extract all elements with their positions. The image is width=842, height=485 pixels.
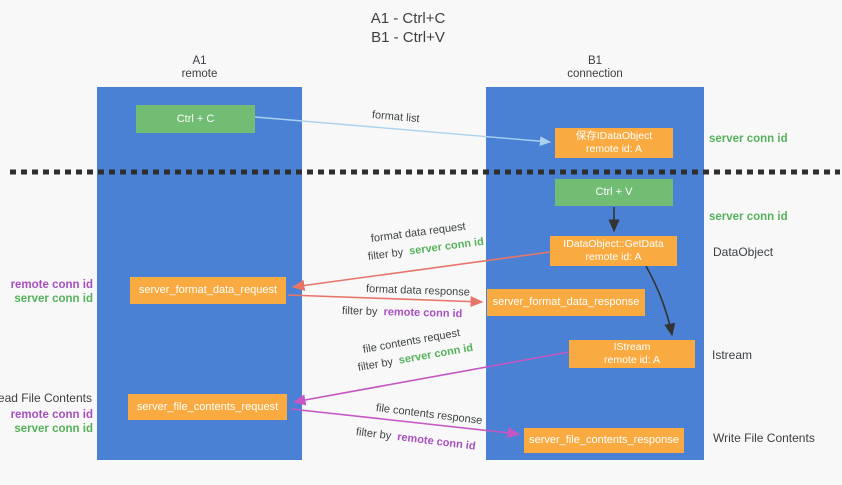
format-data-response-filter-label: filter by remote conn id (342, 305, 463, 320)
istream-annotation: Istream (712, 348, 753, 362)
filter-by-text: filter by (367, 246, 404, 263)
node-server-format-data-request-label: server_format_data_request (138, 284, 278, 296)
lane-a-subtitle: remote (181, 68, 218, 80)
remote-conn-id-key: remote conn id (383, 306, 463, 321)
server-conn-id-annotation-left-bottom: server conn id (14, 423, 93, 435)
server-conn-id-annotation-left-top: server conn id (14, 293, 93, 305)
node-server-file-contents-response: server_file_contents_response (524, 428, 684, 453)
node-server-file-contents-response-label: server_file_contents_response (529, 434, 679, 446)
lane-b-subtitle: connection (567, 68, 623, 80)
title-line-2: B1 - Ctrl+V (371, 29, 445, 46)
dataobject-annotation: DataObject (713, 245, 774, 259)
node-idataobject-getdata-line1: IDataObject::GetData (563, 238, 664, 250)
node-idataobject-getdata: IDataObject::GetData remote id: A (550, 236, 677, 266)
node-idataobject-getdata-line2: remote id: A (585, 251, 642, 263)
node-server-format-data-request: server_format_data_request (130, 277, 286, 304)
node-istream: IStream remote id: A (569, 340, 695, 368)
file-contents-response-label: file contents response (375, 402, 483, 427)
title-line-1: A1 - Ctrl+C (370, 10, 446, 27)
node-save-idataobject-line2: remote id: A (585, 143, 643, 155)
server-conn-id-key: server conn id (408, 235, 485, 258)
remote-conn-id-key: remote conn id (396, 431, 477, 453)
server-conn-id-annotation-top: server conn id (709, 133, 788, 145)
read-file-contents-annotation: Read File Contents (0, 391, 92, 405)
node-save-idataobject: 保存IDataObject remote id: A (555, 128, 673, 158)
node-istream-line1: IStream (613, 341, 651, 353)
node-ctrl-c: Ctrl + C (136, 105, 255, 133)
node-istream-line2: remote id: A (603, 354, 661, 366)
node-server-format-data-response-label: server_format_data_response (492, 296, 640, 308)
diagram-title: A1 - Ctrl+C B1 - Ctrl+V (308, 9, 508, 47)
remote-conn-id-annotation-top: remote conn id (10, 279, 93, 291)
lane-b-title: B1 (587, 55, 603, 67)
lane-a-title: A1 (192, 55, 207, 67)
file-contents-response-filter-label: filter by remote conn id (355, 426, 476, 453)
write-file-contents-annotation: Write File Contents (713, 431, 815, 445)
node-ctrl-v-label: Ctrl + V (595, 186, 633, 198)
server-conn-id-annotation-mid: server conn id (709, 211, 788, 223)
format-data-response-label: format data response (365, 283, 471, 299)
node-server-file-contents-request: server_file_contents_request (128, 394, 287, 420)
format-list-label: format list (371, 109, 421, 126)
remote-conn-id-annotation-bottom: remote conn id (10, 409, 93, 421)
node-ctrl-v: Ctrl + V (555, 179, 673, 206)
filter-by-text: filter by (355, 426, 392, 443)
filter-by-text: filter by (356, 355, 394, 374)
lane-b-header: B1 connection (486, 55, 704, 81)
lane-a-header: A1 remote (97, 55, 302, 81)
node-save-idataobject-line1: 保存IDataObject (575, 130, 653, 142)
node-ctrl-c-label: Ctrl + C (176, 112, 215, 125)
node-server-file-contents-request-label: server_file_contents_request (136, 400, 279, 413)
node-server-format-data-response: server_format_data_response (487, 289, 645, 316)
filter-by-text: filter by (341, 305, 378, 318)
